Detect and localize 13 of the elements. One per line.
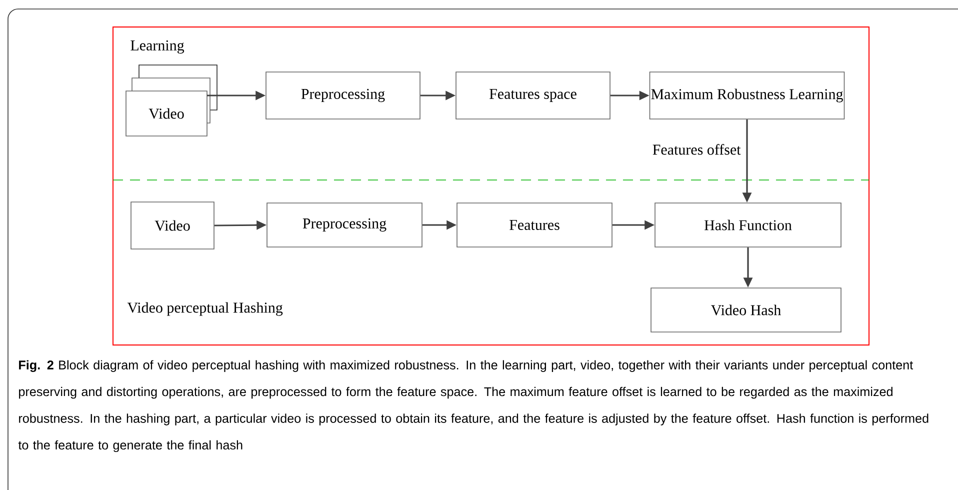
process-box: Hash Function bbox=[654, 202, 842, 248]
edge-label: Features offset bbox=[651, 143, 742, 156]
process-box: Preprocessing bbox=[266, 202, 422, 248]
process-box: Video Hash bbox=[650, 288, 842, 332]
process-box: Features bbox=[456, 202, 612, 248]
process-box: Preprocessing bbox=[266, 72, 420, 120]
process-box: Maximum Robustness Learning bbox=[649, 72, 845, 120]
process-box: Features space bbox=[456, 72, 610, 120]
stacked-video-box: Video bbox=[126, 64, 218, 136]
section-label: Video perceptual Hashing bbox=[127, 302, 283, 316]
section-label: Learning bbox=[130, 40, 184, 54]
process-box: Video bbox=[130, 202, 214, 250]
figure-caption: Fig. 2 Block diagram of video perceptual hashing with maximized robustness. In the learning part, video, together with their variants under perceptual content preserving and distorting operations, are preprocessed to form the feature space. The maximum feature offset is learned to be regarded as the maximized robustness. In the hashing part, a particular video is processed to obtain its feature, and the feature is adjusted by the feature offset. Hash function is performed to the feature to generate the final hash bbox=[18, 360, 928, 452]
